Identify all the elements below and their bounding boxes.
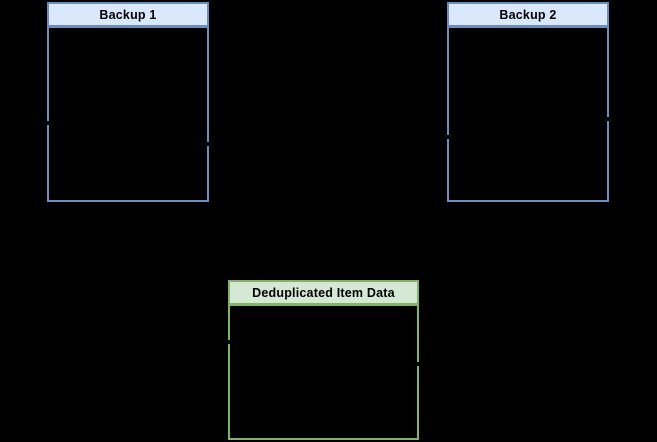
node-deduplicated-item-data: Deduplicated Item Data xyxy=(228,280,419,440)
node-backup-2-body xyxy=(447,27,609,202)
node-deduplicated-item-data-header: Deduplicated Item Data xyxy=(228,280,419,305)
node-backup-2: Backup 2 xyxy=(447,2,609,202)
node-backup-1: Backup 1 xyxy=(47,2,209,202)
connector-stub-backup-2-left xyxy=(445,135,451,139)
connector-stub-backup-1-left xyxy=(45,121,51,125)
node-deduplicated-item-data-body xyxy=(228,305,419,440)
node-backup-2-header: Backup 2 xyxy=(447,2,609,27)
node-backup-1-body xyxy=(47,27,209,202)
connector-stub-dedup-left xyxy=(226,340,232,344)
connector-stub-dedup-right xyxy=(415,362,421,366)
connector-stub-backup-1-right xyxy=(205,142,211,146)
connector-stub-backup-2-right xyxy=(605,117,611,121)
node-backup-1-header: Backup 1 xyxy=(47,2,209,27)
